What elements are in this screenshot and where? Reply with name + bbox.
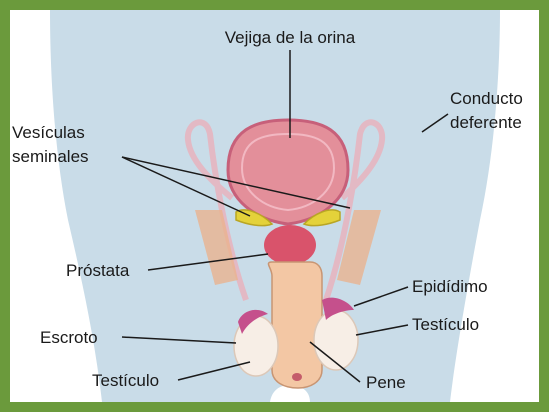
label-vas-deferens-1: Conducto: [450, 89, 523, 108]
label-testicle-left: Testículo: [92, 371, 159, 390]
label-seminal-2: seminales: [12, 147, 89, 166]
penis: [268, 262, 322, 388]
label-seminal-1: Vesículas: [12, 123, 85, 142]
label-scrotum: Escroto: [40, 328, 98, 347]
label-prostate: Próstata: [66, 261, 130, 280]
anatomy-diagram: Vejiga de la orina Conducto deferente Ve…: [10, 10, 539, 402]
urethral-opening: [292, 373, 302, 381]
label-epididymis: Epidídimo: [412, 277, 488, 296]
prostate: [264, 225, 316, 265]
diagram-panel: Vejiga de la orina Conducto deferente Ve…: [10, 10, 539, 402]
testicle-right-shape: [314, 310, 358, 370]
label-penis: Pene: [366, 373, 406, 392]
bladder: [228, 120, 348, 224]
label-vas-deferens-2: deferente: [450, 113, 522, 132]
label-testicle-right: Testículo: [412, 315, 479, 334]
label-bladder: Vejiga de la orina: [225, 28, 356, 47]
